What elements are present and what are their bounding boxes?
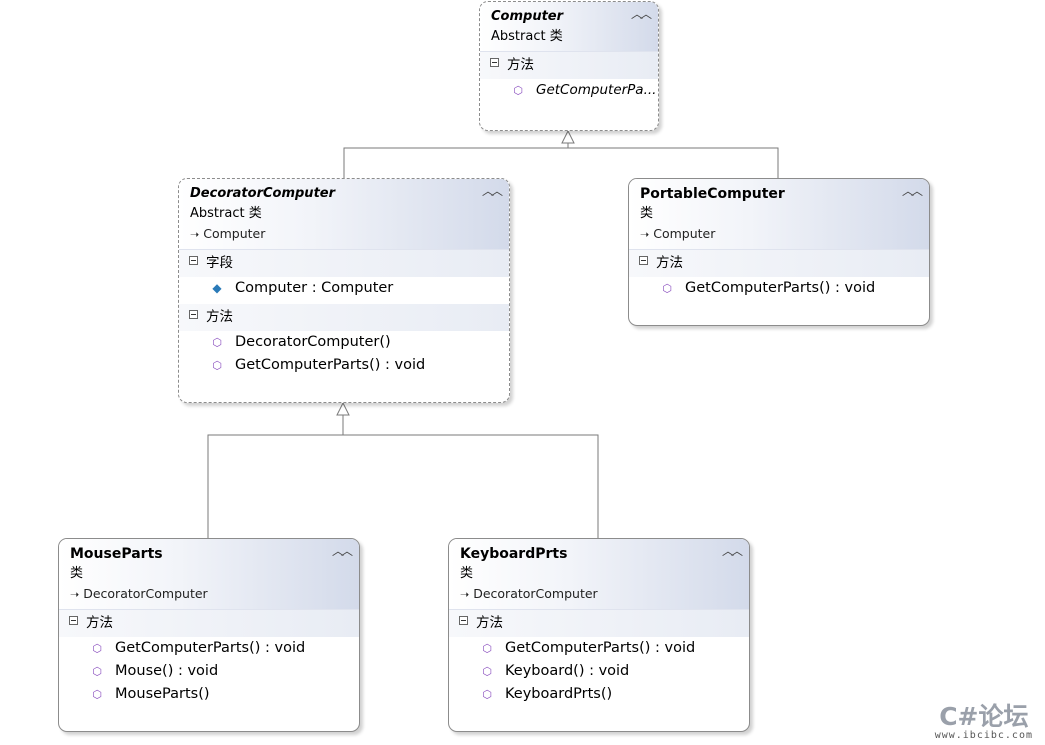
member-item[interactable]: ⬡ GetComputerParts() : void xyxy=(629,277,929,300)
section-title: 方法 xyxy=(507,57,534,73)
section-collapse-icon[interactable] xyxy=(490,58,499,67)
watermark-url: www.ibcibc.com xyxy=(934,730,1033,741)
inheritance-arrowhead-decorator xyxy=(336,401,350,416)
class-kind: 类 xyxy=(640,206,654,221)
member-item[interactable]: ⬡ KeyboardPrts() xyxy=(449,683,749,706)
inherits-arrow-icon: ➝ xyxy=(640,228,650,241)
section-collapse-icon[interactable] xyxy=(459,616,468,625)
inherits-arrow-icon: ➝ xyxy=(190,228,200,241)
member-label: GetComputerParts() : void xyxy=(505,640,696,656)
section-methods[interactable]: 方法 xyxy=(480,52,658,79)
member-label: GetComputerParts() : void xyxy=(115,640,306,656)
class-name: KeyboardPrts xyxy=(460,546,568,562)
class-kind: Abstract 类 xyxy=(190,206,262,221)
method-icon: ⬡ xyxy=(482,688,492,701)
section-collapse-icon[interactable] xyxy=(189,310,198,319)
inherits-arrow-icon: ➝ xyxy=(460,588,470,601)
base-class-label: ➝Computer xyxy=(640,226,716,241)
member-label: Computer : Computer xyxy=(235,280,394,296)
class-kind: 类 xyxy=(460,566,474,581)
section-collapse-icon[interactable] xyxy=(69,616,78,625)
connector-decorator-to-computer xyxy=(343,143,569,178)
method-icon: ⬡ xyxy=(513,84,523,97)
member-item[interactable]: ⬡ GetComputerParts() : void xyxy=(59,637,359,660)
section-title: 方法 xyxy=(86,615,113,631)
section-title: 字段 xyxy=(206,255,233,271)
class-name: Computer xyxy=(491,9,564,24)
member-item[interactable]: ⬡ GetComputerParts() : void xyxy=(449,637,749,660)
member-item[interactable]: ⬡ GetComputerPa... xyxy=(480,79,658,102)
class-mouse-parts[interactable]: MouseParts 类 ➝DecoratorComputer ︿︿ 方法 ⬡ G… xyxy=(58,538,360,732)
connector-mouse-to-decorator xyxy=(207,415,344,538)
class-decorator-computer[interactable]: DecoratorComputer Abstract 类 ➝Computer ︿… xyxy=(178,178,510,403)
member-label: Mouse() : void xyxy=(115,663,219,679)
class-name: PortableComputer xyxy=(640,186,785,202)
member-item[interactable]: ⬡ GetComputerParts() : void xyxy=(179,354,509,377)
member-item[interactable]: ◆ Computer : Computer xyxy=(179,277,509,300)
member-label: DecoratorComputer() xyxy=(235,334,391,350)
method-icon: ⬡ xyxy=(482,665,492,678)
member-label: GetComputerPa... xyxy=(536,82,657,98)
class-kind: Abstract 类 xyxy=(491,29,563,44)
watermark-logo-text: C#论坛 xyxy=(939,702,1029,731)
member-item[interactable]: ⬡ Mouse() : void xyxy=(59,660,359,683)
site-watermark: C#论坛 www.ibcibc.com xyxy=(934,702,1033,742)
class-header: PortableComputer 类 ➝Computer ︿︿ xyxy=(629,179,929,250)
collapse-chevron-icon[interactable]: ︿︿ xyxy=(331,544,353,558)
method-icon: ⬡ xyxy=(92,665,102,678)
collapse-chevron-icon[interactable]: ︿︿ xyxy=(901,184,923,198)
collapse-chevron-icon[interactable]: ︿︿ xyxy=(721,544,743,558)
section-methods[interactable]: 方法 xyxy=(59,610,359,637)
member-label: MouseParts() xyxy=(115,686,210,702)
method-icon: ⬡ xyxy=(92,642,102,655)
section-collapse-icon[interactable] xyxy=(639,256,648,265)
member-item[interactable]: ⬡ MouseParts() xyxy=(59,683,359,706)
section-methods[interactable]: 方法 xyxy=(629,250,929,277)
method-icon: ⬡ xyxy=(212,336,222,349)
connector-keyboard-to-decorator xyxy=(343,434,599,538)
method-icon: ⬡ xyxy=(212,359,222,372)
member-label: KeyboardPrts() xyxy=(505,686,613,702)
class-kind: 类 xyxy=(70,566,84,581)
collapse-chevron-icon[interactable]: ︿︿ xyxy=(481,184,503,198)
base-class-label: ➝DecoratorComputer xyxy=(70,586,208,601)
member-label: GetComputerParts() : void xyxy=(235,357,426,373)
section-collapse-icon[interactable] xyxy=(189,256,198,265)
collapse-chevron-icon[interactable]: ︿︿ xyxy=(630,7,652,21)
class-name: MouseParts xyxy=(70,546,163,562)
section-title: 方法 xyxy=(476,615,503,631)
class-header: MouseParts 类 ➝DecoratorComputer ︿︿ xyxy=(59,539,359,610)
member-label: Keyboard() : void xyxy=(505,663,630,679)
connector-portable-to-computer xyxy=(568,147,779,178)
base-class-label: ➝Computer xyxy=(190,226,266,241)
member-item[interactable]: ⬡ Keyboard() : void xyxy=(449,660,749,683)
section-title: 方法 xyxy=(206,309,233,325)
class-computer[interactable]: Computer Abstract 类 ︿︿ 方法 ⬡ GetComputerPa… xyxy=(479,1,659,131)
inheritance-arrowhead-computer xyxy=(561,129,575,144)
class-header: DecoratorComputer Abstract 类 ➝Computer ︿… xyxy=(179,179,509,250)
member-item[interactable]: ⬡ DecoratorComputer() xyxy=(179,331,509,354)
section-methods[interactable]: 方法 xyxy=(449,610,749,637)
class-header: KeyboardPrts 类 ➝DecoratorComputer ︿︿ xyxy=(449,539,749,610)
method-icon: ⬡ xyxy=(482,642,492,655)
base-class-label: ➝DecoratorComputer xyxy=(460,586,598,601)
class-header: Computer Abstract 类 ︿︿ xyxy=(480,2,658,52)
class-portable-computer[interactable]: PortableComputer 类 ➝Computer ︿︿ 方法 ⬡ GetC… xyxy=(628,178,930,326)
inherits-arrow-icon: ➝ xyxy=(70,588,80,601)
method-icon: ⬡ xyxy=(662,282,672,295)
method-icon: ⬡ xyxy=(92,688,102,701)
member-label: GetComputerParts() : void xyxy=(685,280,876,296)
field-icon: ◆ xyxy=(212,281,222,295)
section-title: 方法 xyxy=(656,255,683,271)
section-methods[interactable]: 方法 xyxy=(179,304,509,331)
class-name: DecoratorComputer xyxy=(190,186,336,201)
section-fields[interactable]: 字段 xyxy=(179,250,509,277)
class-keyboard-prts[interactable]: KeyboardPrts 类 ➝DecoratorComputer ︿︿ 方法 … xyxy=(448,538,750,732)
